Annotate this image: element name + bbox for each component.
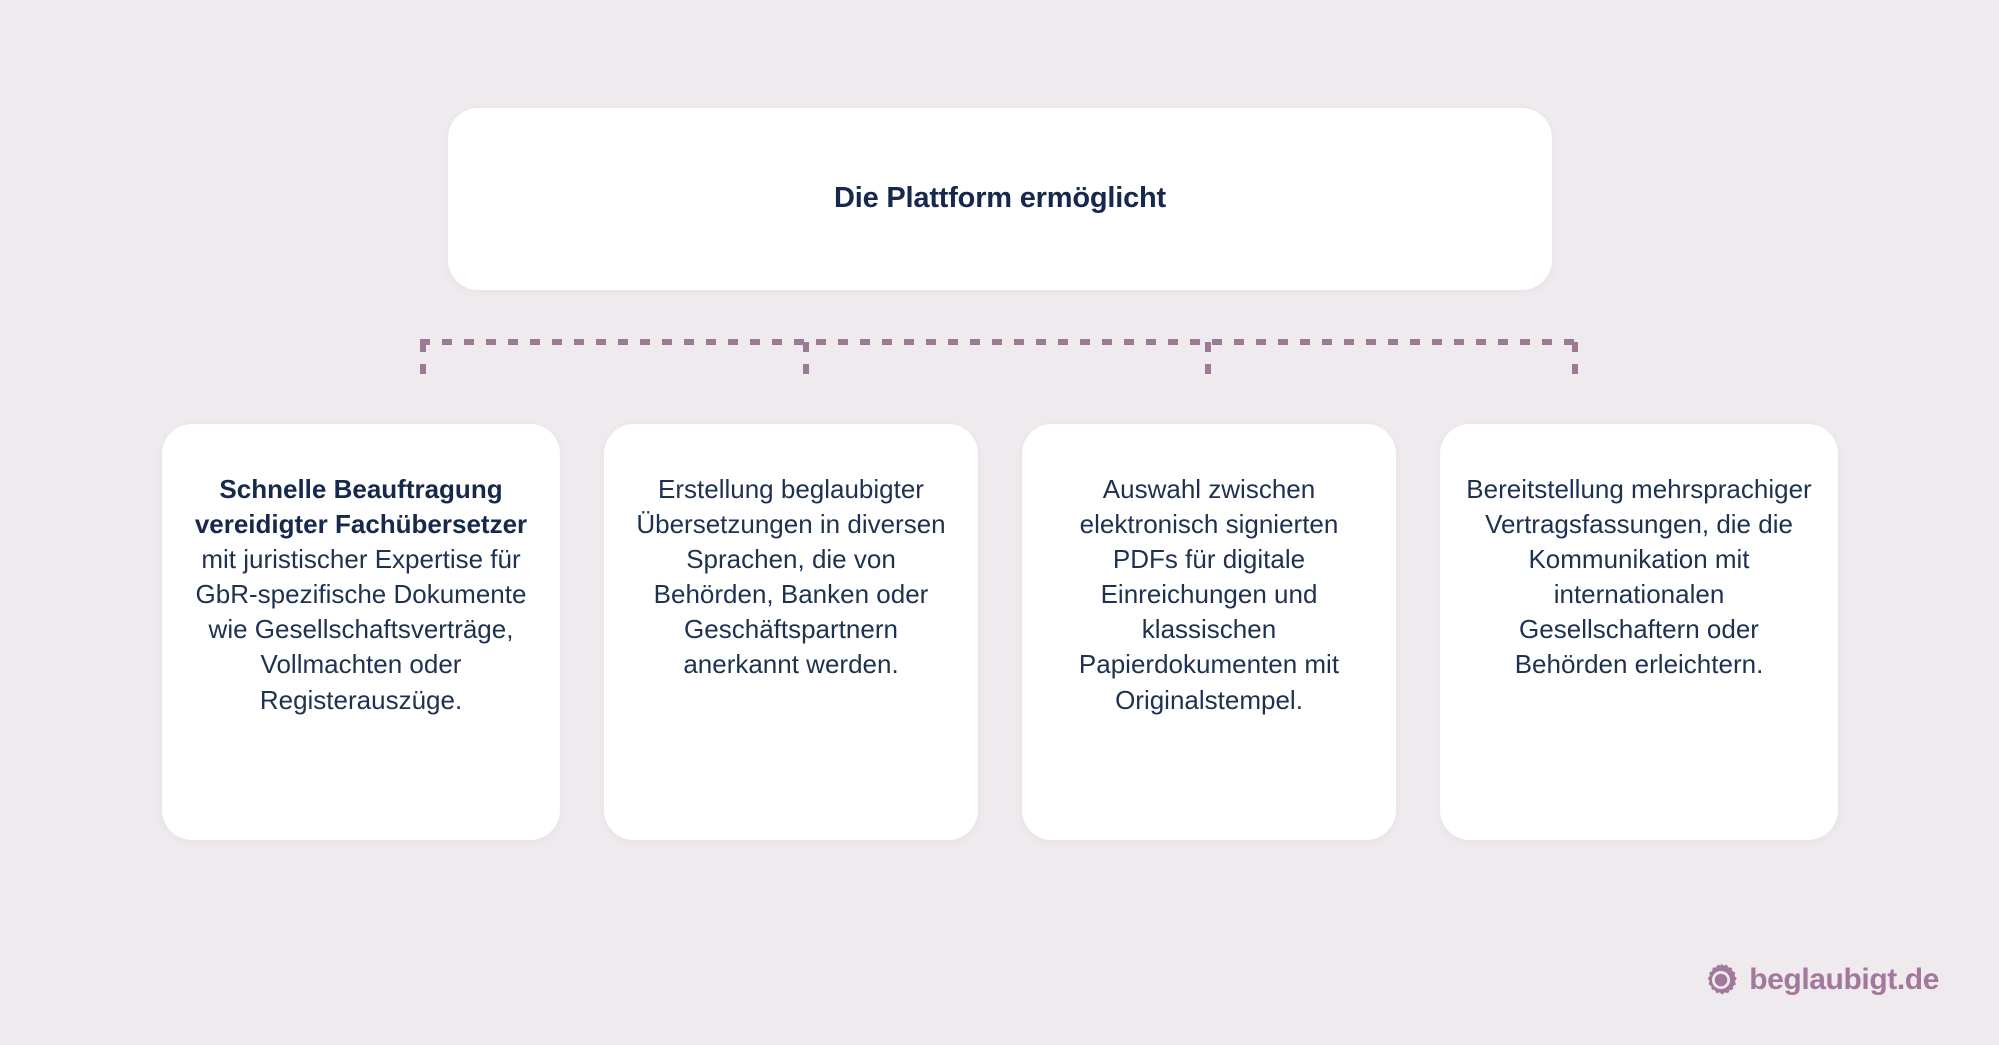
feature-card-2-rest: Erstellung beglaubigter Übersetzungen in… [636, 474, 946, 680]
feature-card-row: Schnelle Beauftragung vereidigter Fachüb… [162, 424, 1838, 840]
feature-card-1-rest: mit juristischer Expertise für GbR-spezi… [195, 544, 527, 715]
feature-card-3-text: Auswahl zwischen elektronisch signierten… [1048, 472, 1370, 718]
cog-circle-icon [1707, 963, 1737, 995]
feature-card-4-text: Bereitstellung mehrsprachiger Vertragsfa… [1466, 472, 1812, 683]
feature-card-1: Schnelle Beauftragung vereidigter Fachüb… [162, 424, 560, 840]
feature-card-3: Auswahl zwischen elektronisch signierten… [1022, 424, 1396, 840]
feature-card-1-text: Schnelle Beauftragung vereidigter Fachüb… [188, 472, 534, 718]
feature-card-4-rest: Bereitstellung mehrsprachiger Vertragsfa… [1466, 474, 1812, 680]
feature-card-1-bold-lead: Schnelle Beauftragung vereidigter Fachüb… [194, 474, 528, 540]
brand-logo: beglaubigt.de [1704, 963, 1939, 997]
feature-card-2: Erstellung beglaubigter Übersetzungen in… [604, 424, 978, 840]
feature-card-4: Bereitstellung mehrsprachiger Vertragsfa… [1440, 424, 1838, 840]
feature-card-3-rest: Auswahl zwischen elektronisch signierten… [1078, 474, 1340, 715]
brand-name: beglaubigt.de [1749, 963, 1939, 996]
page-title: Die Plattform ermöglicht [834, 182, 1166, 215]
header-card: Die Plattform ermöglicht [448, 108, 1552, 290]
feature-card-2-text: Erstellung beglaubigter Übersetzungen in… [630, 472, 952, 683]
